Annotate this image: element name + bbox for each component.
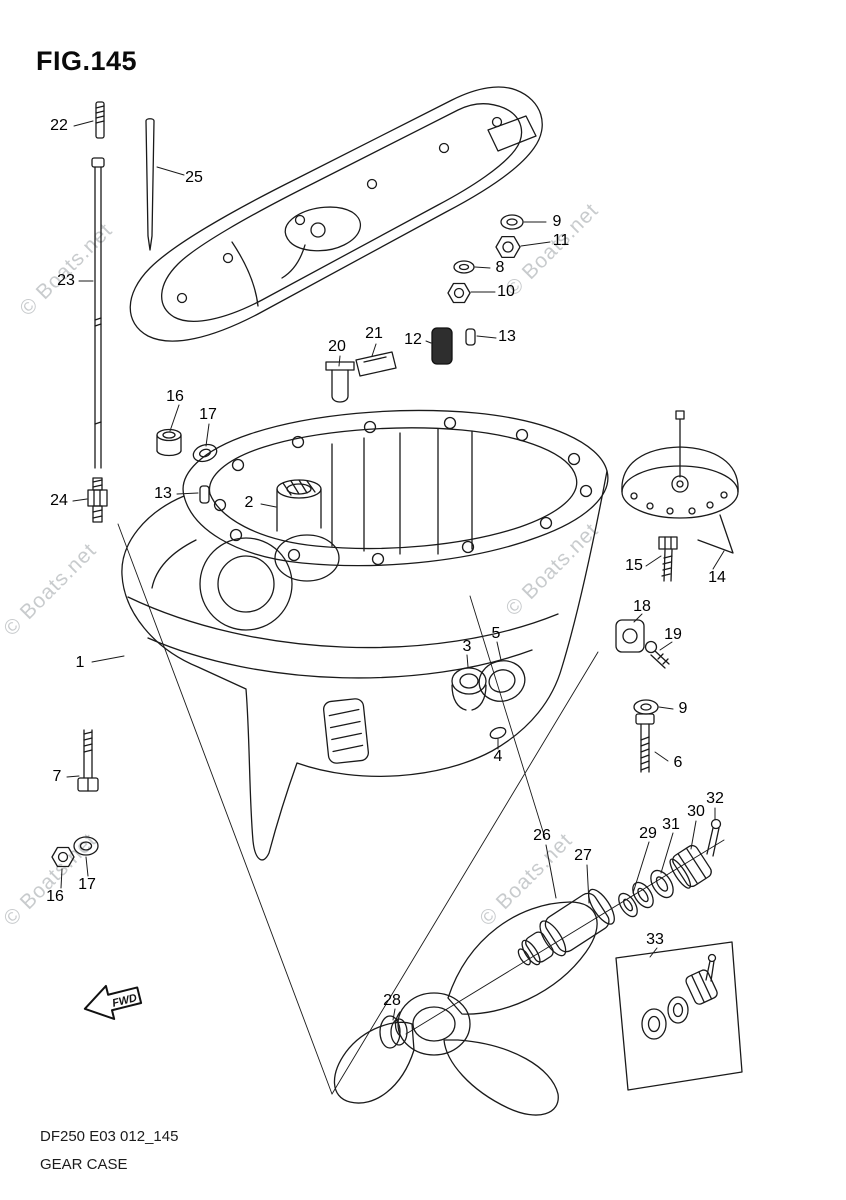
- part-15-bolt: [658, 536, 678, 582]
- fwd-arrow: FWD: [83, 984, 143, 1020]
- propeller: [333, 901, 598, 1116]
- construction-lines: [117, 523, 725, 1095]
- part-26-27-spacer-assembly: [517, 888, 615, 966]
- part-24-rod-joint: [87, 477, 108, 523]
- part-8-washer: [453, 260, 475, 274]
- part-31-washer: [650, 869, 674, 899]
- upper-gear-case-cover: [129, 86, 543, 342]
- part-14-trim-tab: [621, 410, 739, 554]
- fwd-arrow-label: FWD: [111, 992, 138, 1010]
- part-6-bolt: [635, 713, 655, 773]
- figure-title: FIG.145: [36, 46, 138, 76]
- part-30-spline-nut: [669, 844, 712, 889]
- part-29-washer: [618, 881, 654, 918]
- part-18-block: [615, 619, 645, 653]
- part-23-shift-rod: [91, 157, 105, 469]
- part-16-nut-lower: [51, 846, 75, 868]
- part-9-washer-right: [633, 699, 659, 715]
- part-25-pin: [145, 118, 155, 251]
- part-4-key: [489, 726, 507, 740]
- part-20-clamp: [325, 361, 355, 403]
- part-5-bearing: [478, 660, 526, 702]
- part-19-screw: [644, 640, 670, 669]
- part-13-pin-left: [199, 485, 210, 504]
- part-1-gear-case: [121, 409, 609, 861]
- part-28-cap: [379, 1015, 408, 1049]
- part-21-bracket: [355, 351, 397, 377]
- part-33-repair-kit: [615, 941, 743, 1091]
- part-7-bolt: [77, 729, 99, 792]
- part-3-coupler: [451, 667, 487, 711]
- part-13-pin-top: [465, 328, 476, 346]
- part-9-washer-top: [500, 214, 524, 230]
- part-17-washer-lower: [73, 836, 99, 856]
- figure-code: DF250 E03 012_145: [40, 1128, 179, 1145]
- part-2-bushing: [276, 479, 322, 532]
- leader-lines: [60, 120, 725, 1021]
- part-12-cylinder: [431, 327, 453, 365]
- part-32-cotter-pin: [706, 818, 722, 857]
- part-22-dowel-pin: [95, 101, 105, 139]
- part-11-nut: [495, 235, 521, 259]
- figure-footer: DF250 E03 012_145 GEAR CASE: [40, 1128, 178, 1173]
- figure-name: GEAR CASE: [40, 1156, 128, 1173]
- part-17-washer: [192, 443, 218, 463]
- part-16-bushing: [156, 428, 182, 457]
- part-10-nut: [447, 282, 471, 304]
